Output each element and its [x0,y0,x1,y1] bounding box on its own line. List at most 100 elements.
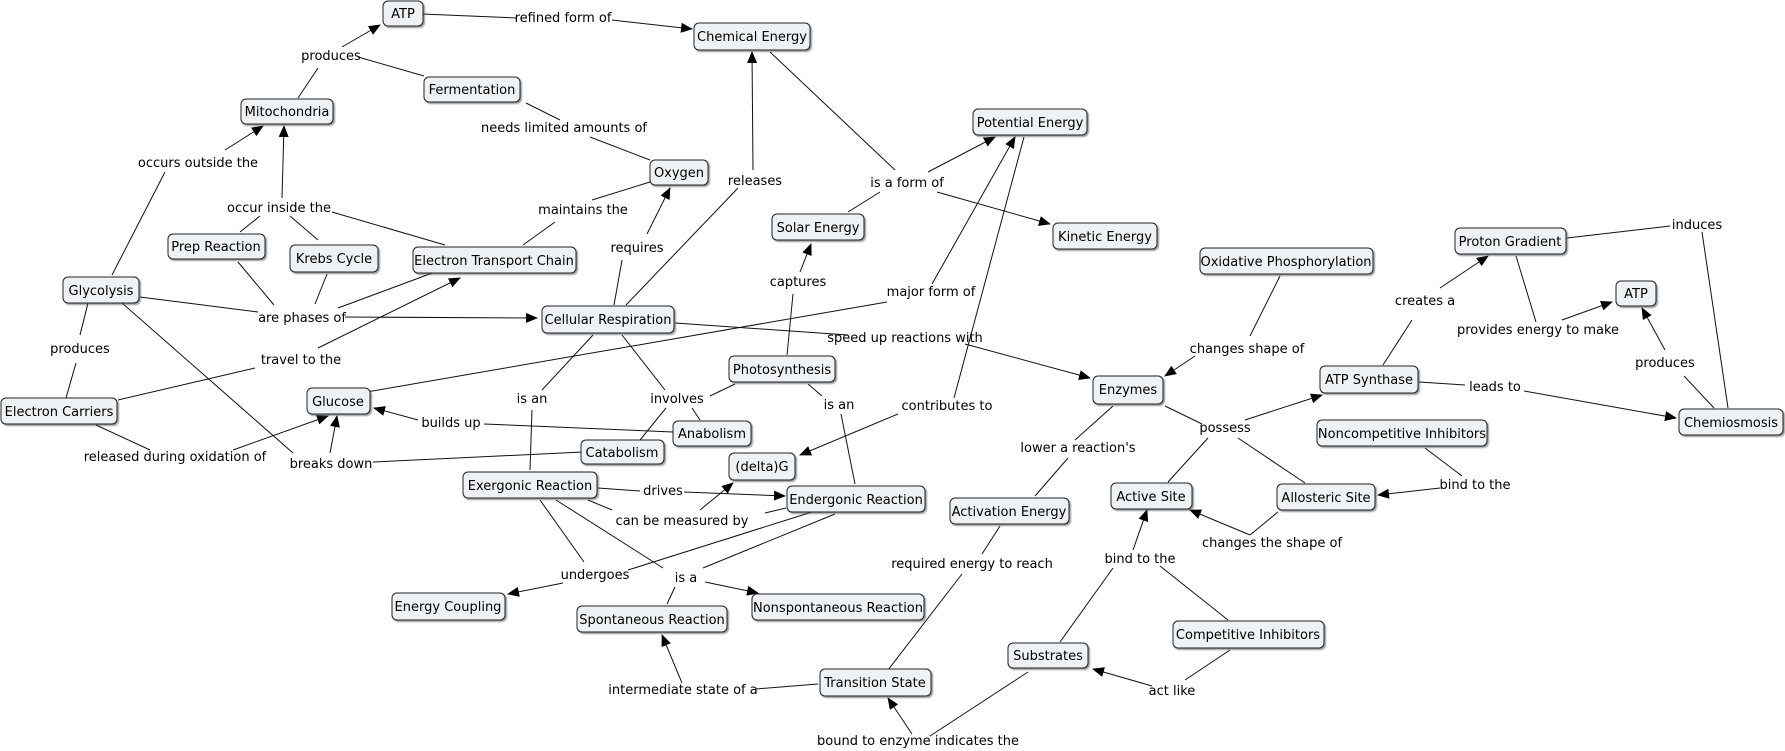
link-label: occur inside the [227,201,331,216]
edge [79,302,89,336]
edge [1189,509,1251,536]
link-label: possess [1199,421,1251,436]
link-label: intermediate state of a [608,683,757,698]
concept-prep-reaction[interactable]: Prep Reaction [167,233,266,260]
concept-label: Spontaneous Reaction [579,613,725,628]
edge [529,409,533,471]
concept-label: (delta)G [735,460,788,475]
edge [329,415,340,454]
concept-anabolism[interactable]: Anabolism [672,420,752,447]
link-label: is an [517,392,548,407]
concept-enzymes[interactable]: Enzymes [1092,375,1164,405]
link-label: occurs outside the [138,156,258,171]
link-label: act like [1149,684,1196,699]
concept-oxidative-phosphorylation[interactable]: Oxidative Phosphorylation [1199,247,1374,275]
edge [1074,405,1114,441]
edge [755,683,819,690]
concept-krebs-cycle[interactable]: Krebs Cycle [289,244,379,273]
edge [357,56,425,77]
edge [1159,565,1229,621]
edge [1237,437,1306,484]
edge [1249,511,1279,536]
edge [847,191,881,213]
concept-atp-synthase[interactable]: ATP Synthase [1319,365,1419,394]
concept-proton-gradient[interactable]: Proton Gradient [1454,227,1567,255]
concept-mitochondria[interactable]: Mitochondria [240,98,334,125]
edge [683,490,786,501]
concept-cellular-respiration[interactable]: Cellular Respiration [541,305,675,334]
edge [1244,393,1323,421]
concept-chemical-energy[interactable]: Chemical Energy [693,22,811,51]
concept-chemiosmosis[interactable]: Chemiosmosis [1678,408,1784,436]
link-label: required energy to reach [891,557,1053,572]
link-label: released during oxidation of [84,450,267,465]
concept-kinetic-energy[interactable]: Kinetic Energy [1052,222,1158,250]
concept-electron-transport-chain[interactable]: Electron Transport Chain [412,246,577,274]
link-label: lower a reaction's [1020,441,1135,456]
concept-substrates[interactable]: Substrates [1007,642,1089,669]
edge [1034,457,1069,497]
concept-label: Enzymes [1099,383,1158,398]
edge [639,407,667,441]
link-label: produces [1635,356,1695,371]
link-label: maintains the [538,203,628,218]
link-label: breaks down [290,457,373,472]
concept-label: Transition State [823,676,925,691]
concept-active-site[interactable]: Active Site [1110,482,1193,510]
edge [289,215,319,241]
concept-endergonic-reaction[interactable]: Endergonic Reaction [786,485,926,513]
edge [1439,255,1489,289]
concept-label: ATP [391,7,415,22]
concept-glucose[interactable]: Glucose [306,387,371,415]
concept-energy-coupling[interactable]: Energy Coupling [391,592,506,621]
link-label: leads to [1469,380,1521,395]
concept-label: Exergonic Reaction [468,479,592,494]
link-label: changes shape of [1190,342,1305,357]
concept-competitive-inhibitors[interactable]: Competitive Inhibitors [1172,620,1325,649]
edge [139,296,259,313]
edge [1515,255,1537,323]
edge [373,406,419,421]
concept-label: Substrates [1013,649,1083,664]
edge [1418,381,1466,386]
edge [764,507,787,514]
edge [1641,307,1666,351]
concept-label: Krebs Cycle [296,252,372,267]
concept-fermentation[interactable]: Fermentation [423,76,521,103]
concept-potential-energy[interactable]: Potential Energy [972,108,1088,136]
edge [1184,649,1231,681]
link-label: builds up [421,416,480,431]
concept-label: Endergonic Reaction [789,493,923,508]
edge [929,671,1029,737]
concept-catabolism[interactable]: Catabolism [580,439,665,465]
concept-delta-g[interactable]: (delta)G [728,452,796,481]
edge [661,634,683,684]
concept-activation-energy[interactable]: Activation Energy [949,497,1070,525]
concept-photosynthesis[interactable]: Photosynthesis [728,355,836,383]
edge [65,362,77,399]
concept-nonspontaneous-reaction[interactable]: Nonspontaneous Reaction [751,593,925,621]
edge [239,215,261,233]
concept-solar-energy[interactable]: Solar Energy [771,213,865,241]
concept-label: Active Site [1116,490,1185,505]
concept-transition-state[interactable]: Transition State [819,668,932,697]
concept-label: Chemiosmosis [1684,416,1778,431]
edge [1092,667,1153,687]
concept-allosteric-site[interactable]: Allosteric Site [1276,483,1376,511]
edge [627,511,813,571]
edge [1701,231,1729,409]
concept-atp-right[interactable]: ATP [1615,280,1657,307]
link-label: involves [650,392,704,407]
edge [522,221,556,246]
concept-oxygen[interactable]: Oxygen [649,159,709,186]
concept-glycolysis[interactable]: Glycolysis [62,276,140,304]
concept-atp[interactable]: ATP [382,0,424,27]
edge [981,525,1001,555]
concept-noncompetitive-inhibitors[interactable]: Noncompetitive Inhibitors [1316,419,1488,447]
link-label: releases [728,174,782,189]
concept-electron-carriers[interactable]: Electron Carriers [0,397,118,425]
edge [840,413,856,485]
concept-exergonic-reaction[interactable]: Exergonic Reaction [462,471,598,499]
concept-spontaneous-reaction[interactable]: Spontaneous Reaction [576,605,728,633]
edge [769,51,896,171]
